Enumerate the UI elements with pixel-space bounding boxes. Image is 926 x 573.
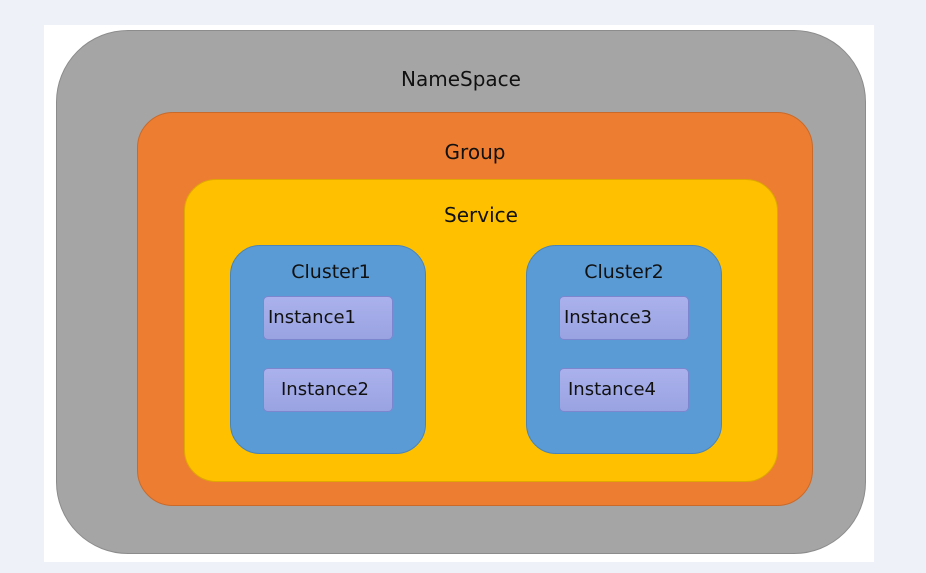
instance-box-2: Instance2	[263, 368, 393, 412]
namespace-box: NameSpace Group Service Cluster1 Instanc…	[56, 30, 866, 554]
group-box: Group Service Cluster1 Instance1 Instanc…	[137, 112, 813, 506]
diagram-canvas: NameSpace Group Service Cluster1 Instanc…	[44, 25, 874, 562]
cluster-label: Cluster1	[291, 261, 371, 283]
service-box: Service Cluster1 Instance1 Instance2 Clu…	[184, 179, 778, 482]
cluster-box-2: Cluster2 Instance3 Instance4	[526, 245, 722, 454]
instance-box-3: Instance3	[559, 296, 689, 340]
instance-label: Instance3	[564, 307, 653, 328]
namespace-label: NameSpace	[401, 67, 521, 91]
instance-label: Instance1	[268, 307, 357, 328]
instance-label: Instance4	[568, 379, 657, 400]
instance-box-4: Instance4	[559, 368, 689, 412]
service-label: Service	[444, 203, 518, 227]
group-label: Group	[444, 140, 506, 164]
instance-label: Instance2	[281, 379, 370, 400]
cluster-label: Cluster2	[584, 261, 664, 283]
instance-box-1: Instance1	[263, 296, 393, 340]
cluster-box-1: Cluster1 Instance1 Instance2	[230, 245, 426, 454]
